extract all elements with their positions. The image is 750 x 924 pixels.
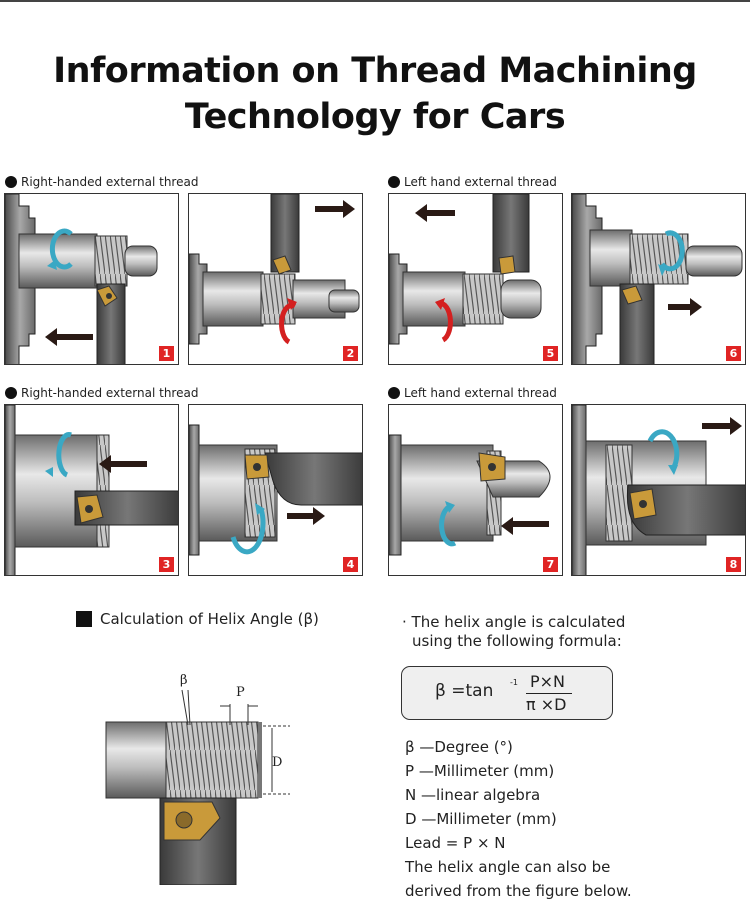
caption-left-hand-bottom: Left hand external thread xyxy=(388,386,557,400)
lathe-illustration xyxy=(5,405,178,575)
panel-number-badge: 8 xyxy=(726,557,741,572)
diagram-panel-8: 8 xyxy=(571,404,746,576)
bullet-dot-icon xyxy=(388,176,400,188)
lathe-illustration xyxy=(572,194,743,364)
formula-lhs: β =tan xyxy=(435,681,494,701)
panel-number-badge: 2 xyxy=(343,346,358,361)
definition-item: Lead = P × N xyxy=(405,834,506,852)
caption-text: Left hand external thread xyxy=(404,386,557,400)
caption-right-handed-bottom: Right-handed external thread xyxy=(5,386,198,400)
formula-denominator: π ×D xyxy=(526,695,567,714)
definition-item: derived from the figure below. xyxy=(405,882,632,900)
diagram-panel-3: 3 xyxy=(4,404,179,576)
caption-text: Right-handed external thread xyxy=(21,386,199,400)
panel-number-badge: 3 xyxy=(159,557,174,572)
note-line-2: using the following formula: xyxy=(412,632,622,650)
label-p: P xyxy=(236,685,245,700)
diagram-panel-4: 4 xyxy=(188,404,363,576)
panel-number-badge: 1 xyxy=(159,346,174,361)
helix-angle-heading-text: Calculation of Helix Angle (β) xyxy=(100,610,319,628)
bullet-dot-icon xyxy=(5,176,17,188)
definition-item: P —Millimeter (mm) xyxy=(405,762,555,780)
panel-number-badge: 5 xyxy=(543,346,558,361)
diagram-panel-1: 1 xyxy=(4,193,179,365)
lathe-illustration xyxy=(5,194,158,364)
helix-angle-heading: Calculation of Helix Angle (β) xyxy=(76,610,319,628)
note-line-1: · The helix angle is calculated xyxy=(402,613,626,631)
definition-item: β —Degree (°) xyxy=(405,738,513,756)
caption-left-hand-top: Left hand external thread xyxy=(388,175,557,189)
formula-numerator: P×N xyxy=(530,672,566,691)
diagram-panel-2: 2 xyxy=(188,193,363,365)
formula-superscript: -1 xyxy=(510,678,518,687)
page-title: Information on Thread Machining Technolo… xyxy=(0,48,750,140)
panel-number-badge: 6 xyxy=(726,346,741,361)
bullet-dot-icon xyxy=(5,387,17,399)
bullet-dot-icon xyxy=(388,387,400,399)
definition-item: N —linear algebra xyxy=(405,786,541,804)
caption-text: Right-handed external thread xyxy=(21,175,199,189)
formula-note: · The helix angle is calculated using th… xyxy=(402,613,625,651)
panel-number-badge: 7 xyxy=(543,557,558,572)
caption-right-handed-top: Right-handed external thread xyxy=(5,175,198,189)
diagram-panel-5: 5 xyxy=(388,193,563,365)
lathe-illustration xyxy=(389,194,542,345)
label-d: D xyxy=(272,755,282,770)
diagram-panel-6: 6 xyxy=(571,193,746,365)
lathe-illustration xyxy=(389,434,551,556)
panel-number-badge: 4 xyxy=(343,557,358,572)
fraction-bar xyxy=(526,693,572,694)
label-beta: β xyxy=(180,673,188,688)
lathe-illustration xyxy=(572,405,745,575)
lathe-illustration xyxy=(189,424,362,556)
helix-angle-diagram: β P D xyxy=(105,673,290,885)
diagram-panel-7: 7 xyxy=(388,404,563,576)
definitions-list: β —Degree (°) P —Millimeter (mm) N —line… xyxy=(405,735,632,903)
caption-text: Left hand external thread xyxy=(404,175,557,189)
page-title-line2: Technology for Cars xyxy=(184,97,566,137)
bullet-square-icon xyxy=(76,611,92,627)
definition-item: D —Millimeter (mm) xyxy=(405,810,557,828)
definition-item: The helix angle can also be xyxy=(405,858,611,876)
top-border-line xyxy=(0,0,750,2)
page-title-line1: Information on Thread Machining xyxy=(53,51,697,91)
formula-box: β =tan -1 P×N π ×D xyxy=(401,666,613,720)
lathe-illustration xyxy=(189,194,360,345)
